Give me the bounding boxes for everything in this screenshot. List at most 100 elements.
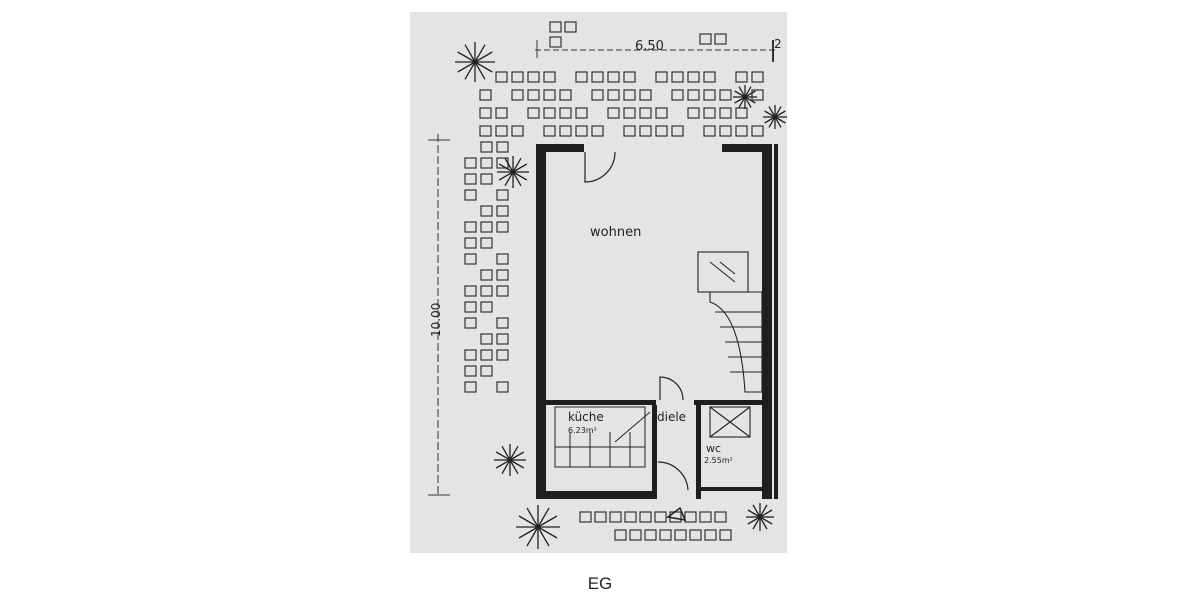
tree-icon [733,85,757,109]
paving-stone [464,317,477,329]
floor-caption: EG [587,574,613,593]
staircase [697,251,763,438]
paving-stone [655,107,668,119]
paving-stone [639,125,652,137]
paving-stone [624,511,637,523]
doors [584,151,689,491]
paving-stone [495,125,508,137]
tree-icon [494,444,526,476]
paving-stone [575,125,588,137]
paving-stone [671,71,684,83]
paving-stone [511,71,524,83]
floor-plan: 6.50 2 10.00 wohnen küche 6.23m [410,12,787,553]
paving-stone [496,221,509,233]
paving-stone [464,221,477,233]
paving-stone [480,141,493,153]
room-area-kueche: 6.23m² [568,426,597,435]
paving-stone [703,125,716,137]
paving-stone [464,349,477,361]
paving-stone [543,71,556,83]
paving-stone [464,365,477,377]
paving-stone [480,173,493,185]
paving-stone [496,189,509,201]
paving-stone [527,89,540,101]
kitchen-units [554,406,651,468]
paving-stone [464,253,477,265]
paving-stone [527,71,540,83]
paving-stone [639,511,652,523]
paving-stone [464,173,477,185]
paving-stone [496,205,509,217]
paving-stone [579,511,592,523]
paving-stone [655,125,668,137]
room-area-wc: 2.55m² [704,456,733,465]
paving-stone [623,107,636,119]
paving-stone [479,125,492,137]
paving-stone [623,89,636,101]
paving-stone [464,189,477,201]
paving-stone [511,125,524,137]
paving-stone [549,21,562,33]
tree-icon [497,156,529,188]
paving-stone [496,269,509,281]
paving-stone [496,333,509,345]
paving-stone [629,529,642,541]
paving-stone [480,285,493,297]
paving-stone [607,107,620,119]
paving-stone [684,511,697,523]
tree-icon [516,505,560,549]
paving-stone [511,89,524,101]
paving-stone [594,511,607,523]
paving-stone [480,237,493,249]
paving-stone [464,157,477,169]
paving-stone [464,285,477,297]
paving-stone [735,71,748,83]
paving-stone [659,529,672,541]
paving-stone [496,141,509,153]
paving-stone [479,107,492,119]
tree-icon [746,503,774,531]
paving-stone [464,381,477,393]
paving-stone [703,89,716,101]
paving-stone [719,125,732,137]
paving-stone [699,33,712,45]
paving-stone [704,529,717,541]
paving-stone [703,107,716,119]
paving-stone [543,125,556,137]
paving-stone [527,107,540,119]
paving-stone [671,125,684,137]
paving-stone [735,125,748,137]
tree-icon [455,42,495,82]
paving-stone [591,89,604,101]
paving-stone [559,125,572,137]
paving-stone [495,71,508,83]
paving-stone [464,301,477,313]
paving-stone [559,107,572,119]
paving-stone [639,89,652,101]
paving-stone [607,71,620,83]
paving-stone [703,71,716,83]
paving-stone [719,529,732,541]
paving-stone [655,71,668,83]
paving-stone [480,205,493,217]
paving-stone [714,33,727,45]
paving-stone [559,89,572,101]
paving-stone [591,71,604,83]
paving-stone [751,125,764,137]
paving-stone [714,511,727,523]
paving-stone [480,365,493,377]
paving-stone [689,529,702,541]
paving-stone [623,125,636,137]
room-label-wohnen: wohnen [590,225,641,240]
paving-stone [495,107,508,119]
paving-stone [687,89,700,101]
paving-stone [575,71,588,83]
paving-stone [480,269,493,281]
paving-stones [464,21,764,541]
room-label-diele: diele [657,410,686,424]
paving-stone [496,317,509,329]
paving-stone [639,107,652,119]
width-dimension: 6.50 [635,39,664,54]
room-label-wc: wc [706,442,721,455]
paving-stone [496,253,509,265]
